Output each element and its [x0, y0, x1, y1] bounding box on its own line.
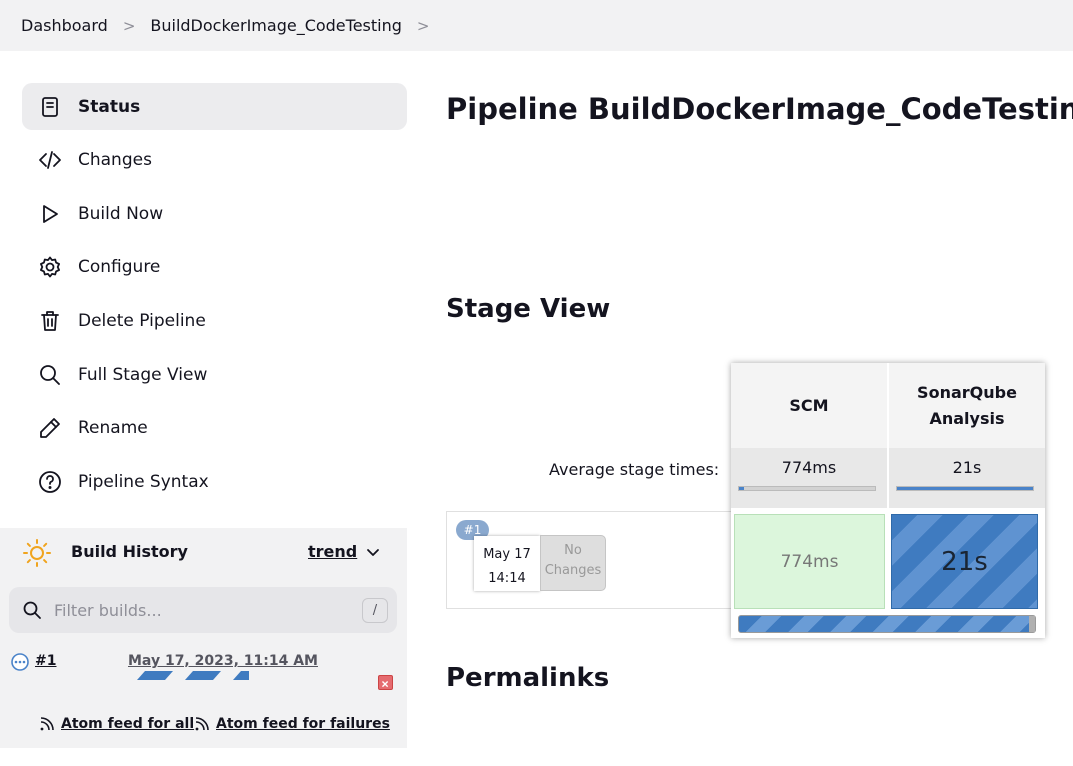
filter-builds-input[interactable] [54, 598, 344, 622]
stage-view-heading: Stage View [446, 294, 611, 324]
stage-view-table: SCM SonarQube Analysis 774ms 21s 774ms 2… [731, 363, 1045, 638]
help-icon [37, 469, 63, 495]
run-badge[interactable]: #1 [456, 520, 489, 540]
search-icon [37, 362, 63, 388]
filter-builds-box: / [9, 587, 397, 633]
run-date-time: 14:14 [488, 571, 526, 586]
page-title: Pipeline BuildDockerImage_CodeTesting [446, 92, 1073, 126]
rss-icon [195, 717, 209, 731]
sidebar-item-configure[interactable]: Configure [22, 243, 407, 290]
feed-all-label: Atom feed for all [61, 716, 195, 732]
sidebar-item-build-now[interactable]: Build Now [22, 190, 407, 237]
sidebar-item-label: Rename [78, 417, 148, 438]
run-date: May 17 14:14 [474, 536, 540, 591]
breadcrumb-dashboard[interactable]: Dashboard [21, 16, 108, 35]
atom-feeds: Atom feed for all Atom feed for failures [0, 701, 407, 748]
build-history-header: Build History trend [0, 528, 407, 578]
code-icon [37, 147, 63, 173]
build-history-row: #1 May 17, 2023, 11:14 AM [0, 643, 407, 701]
sidebar-item-changes[interactable]: Changes [22, 136, 407, 183]
run-date-day: May 17 [483, 547, 531, 562]
sidebar-item-label: Full Stage View [78, 364, 208, 385]
build-progress-bar [137, 671, 249, 680]
feed-failures-label: Atom feed for failures [216, 716, 390, 732]
gear-icon [37, 254, 63, 280]
pencil-icon [37, 415, 63, 441]
breadcrumb-separator-icon: > [122, 16, 136, 35]
avg-time-sonarqube: 21s [889, 448, 1045, 508]
avg-time-scm-value: 774ms [781, 458, 837, 477]
in-progress-icon [11, 653, 29, 671]
avg-bar-track [738, 486, 876, 491]
sidebar-item-delete-pipeline[interactable]: Delete Pipeline [22, 297, 407, 344]
document-icon [37, 94, 63, 120]
breadcrumb: Dashboard > BuildDockerImage_CodeTesting… [0, 0, 1073, 51]
avg-bar-track [896, 486, 1034, 491]
sidebar-item-label: Pipeline Syntax [78, 471, 209, 492]
avg-bar-fill [739, 487, 745, 490]
avg-time-sonarqube-value: 21s [952, 458, 982, 477]
cancel-build-icon[interactable] [378, 675, 393, 690]
avg-time-scm: 774ms [731, 448, 887, 508]
trash-icon [37, 308, 63, 334]
chevron-down-icon[interactable] [365, 545, 381, 561]
sun-icon [23, 539, 51, 567]
progress-bar-end [1029, 616, 1035, 632]
filter-builds-area: / [0, 578, 407, 643]
breadcrumb-chevron-icon[interactable]: > [416, 16, 430, 35]
sidebar-item-status[interactable]: Status [22, 83, 407, 130]
sidebar-item-label: Build Now [78, 203, 164, 224]
sidebar-item-label: Delete Pipeline [78, 310, 206, 331]
avg-bar-fill [897, 487, 1033, 490]
search-icon [23, 601, 41, 619]
breadcrumb-pipeline[interactable]: BuildDockerImage_CodeTesting [150, 16, 402, 35]
stage-progress-bar [738, 615, 1036, 633]
sidebar-item-label: Status [78, 96, 141, 117]
run-changes: No Changes [540, 535, 606, 591]
feed-all-link[interactable]: Atom feed for all [39, 716, 194, 732]
build-history-title: Build History [71, 542, 188, 561]
feed-failures-link[interactable]: Atom feed for failures [194, 716, 390, 732]
rss-icon [40, 717, 54, 731]
sidebar-item-pipeline-syntax[interactable]: Pipeline Syntax [22, 458, 407, 505]
sidebar-item-rename[interactable]: Rename [22, 404, 407, 451]
permalinks-heading: Permalinks [446, 663, 610, 693]
build-number-link[interactable]: #1 [35, 653, 57, 669]
stage-cell-scm-success[interactable]: 774ms [734, 514, 885, 609]
run-row: #1 May 17 14:14 No Changes [446, 511, 731, 609]
play-icon [37, 201, 63, 227]
stage-cell-sonarqube-running[interactable]: 21s [891, 514, 1038, 609]
sidebar-item-label: Configure [78, 256, 161, 277]
build-date-link[interactable]: May 17, 2023, 11:14 AM [128, 653, 318, 669]
average-stage-times-label: Average stage times: [549, 460, 720, 479]
stage-header-sonarqube: SonarQube Analysis [889, 363, 1045, 448]
trend-link[interactable]: trend [308, 542, 358, 561]
sidebar-item-full-stage-view[interactable]: Full Stage View [22, 351, 407, 398]
keyboard-shortcut-badge: / [362, 598, 388, 623]
stage-header-scm: SCM [731, 363, 887, 448]
sidebar-item-label: Changes [78, 149, 152, 170]
